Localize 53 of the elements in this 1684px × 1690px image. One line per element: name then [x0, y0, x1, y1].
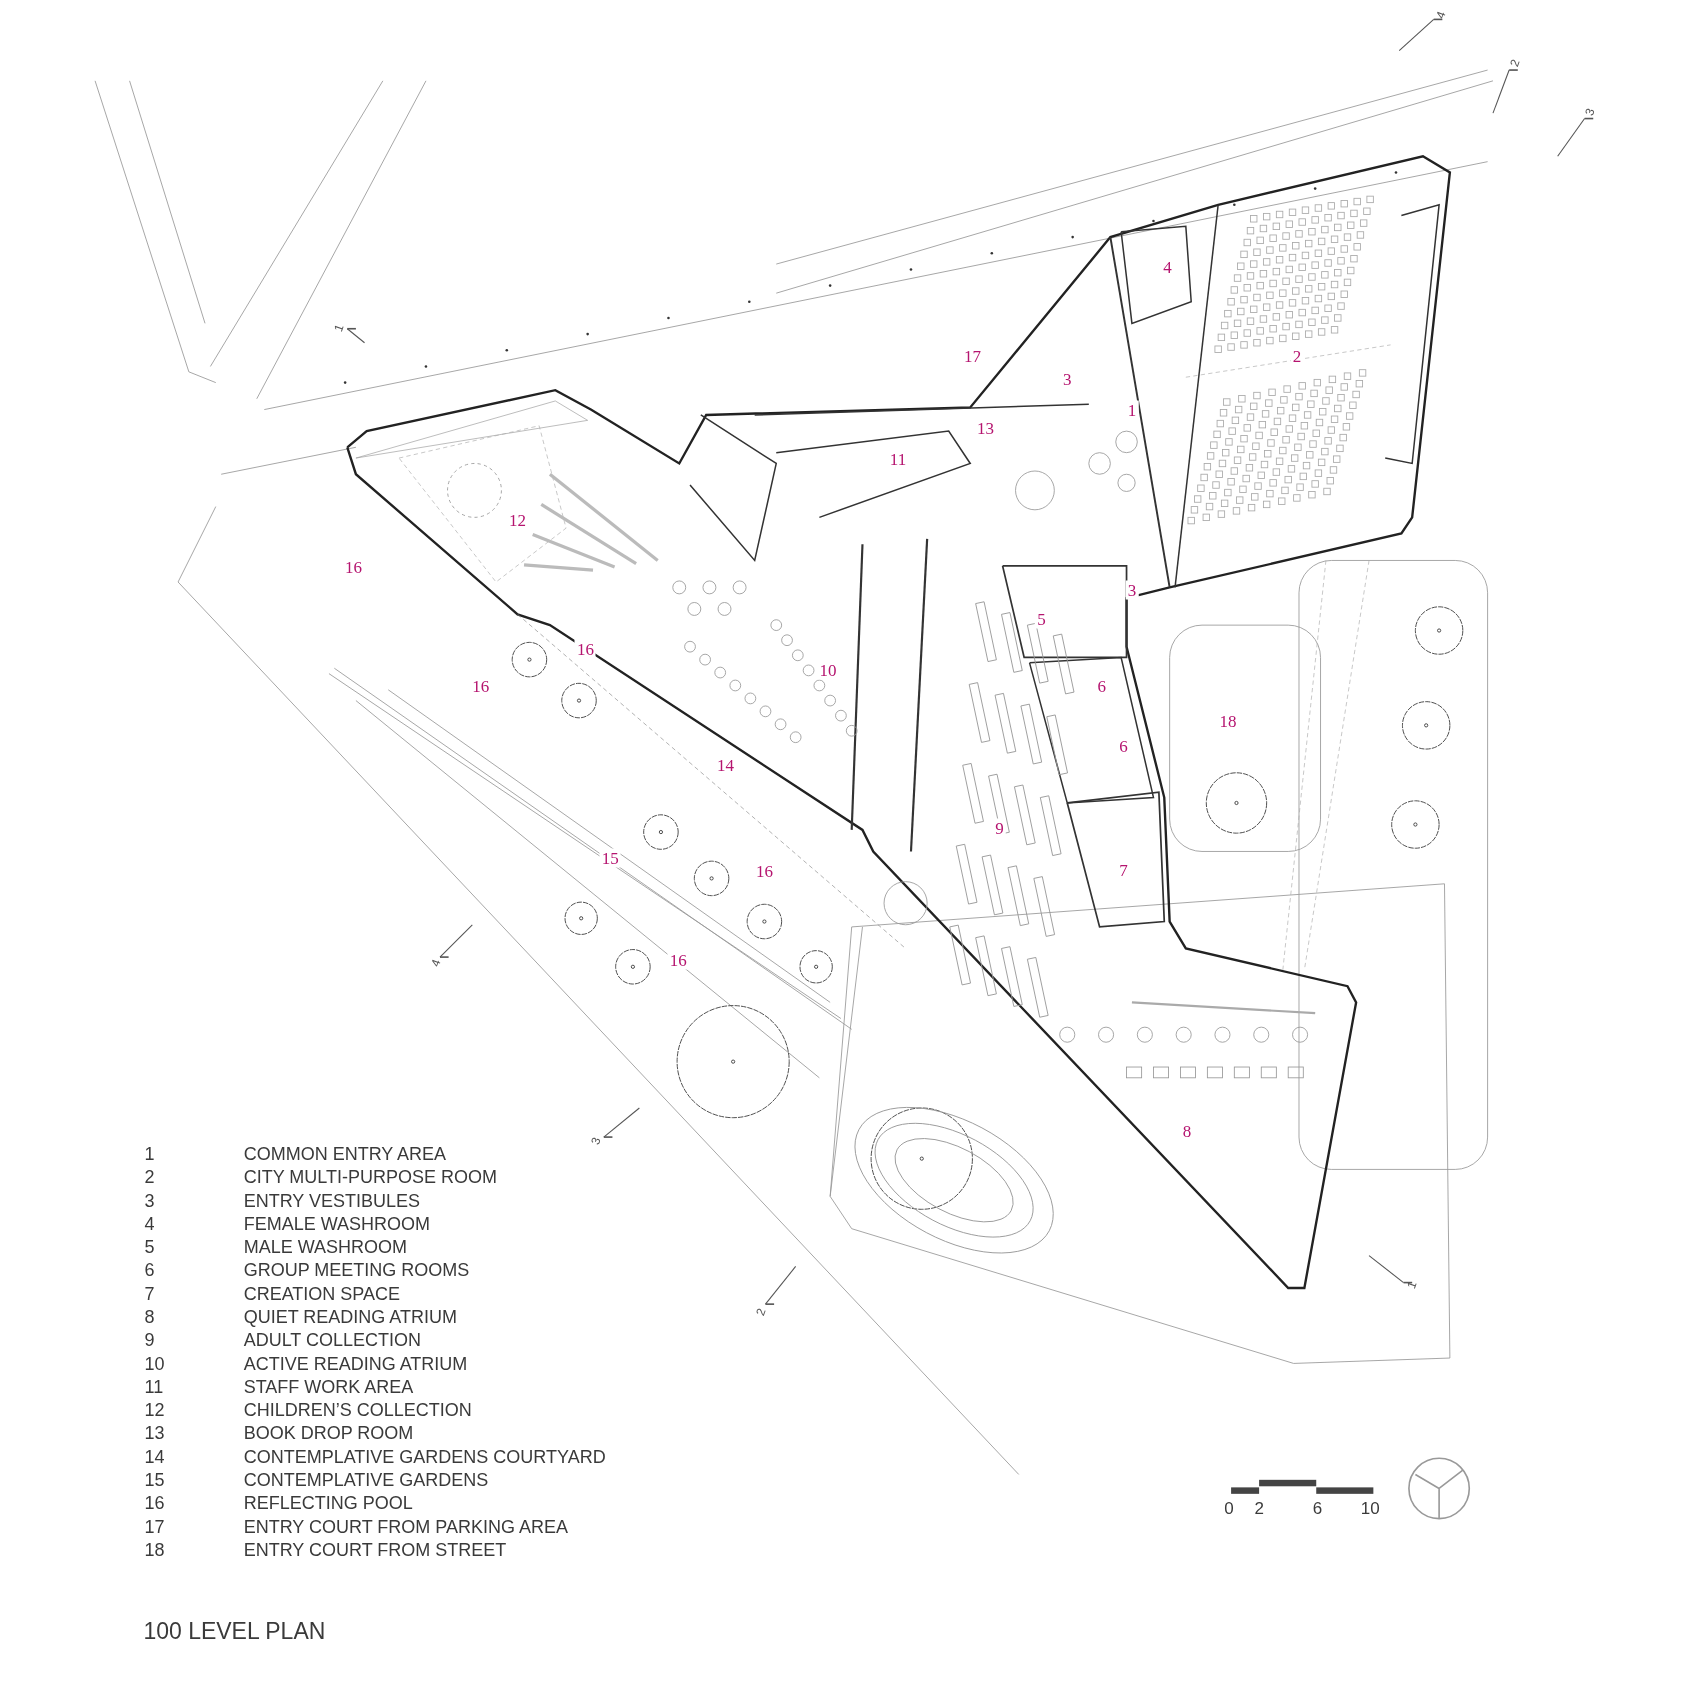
legend-text: FEMALE WASHROOM: [243, 1214, 430, 1233]
legend-text: CHILDREN’S COLLECTION: [243, 1401, 472, 1420]
section-marker-number: 4: [1434, 9, 1449, 21]
section-marker-number: 3: [589, 1135, 603, 1146]
legend-text: CREATION SPACE: [243, 1284, 400, 1303]
scale-number: 2: [1254, 1499, 1264, 1517]
legend-text: COMMON ENTRY AREA: [243, 1144, 446, 1163]
legend-number: 18: [144, 1540, 165, 1559]
callout-number: 9: [993, 818, 1006, 838]
section-marker-number: 2: [754, 1306, 768, 1318]
legend-number: 3: [144, 1191, 155, 1210]
legend-text: ADULT COLLECTION: [243, 1331, 421, 1350]
legend-text: ACTIVE READING ATRIUM: [243, 1354, 468, 1373]
legend-number: 16: [144, 1494, 165, 1513]
legend-number: 15: [144, 1470, 165, 1489]
section-marker-number: 2: [1507, 57, 1522, 68]
legend-text: STAFF WORK AREA: [243, 1377, 414, 1396]
legend-text: MALE WASHROOM: [243, 1238, 407, 1257]
legend-number: 7: [144, 1284, 155, 1303]
legend-number: 4: [144, 1214, 155, 1233]
legend-number: 11: [144, 1377, 164, 1396]
callout-number: 3: [1125, 580, 1139, 600]
legend-text: ENTRY COURT FROM STREET: [243, 1540, 507, 1559]
scale-number: 6: [1312, 1499, 1323, 1517]
legend-number: 6: [144, 1261, 155, 1280]
legend-text: ENTRY VESTIBULES: [243, 1191, 421, 1210]
legend-text: ENTRY COURT FROM PARKING AREA: [243, 1517, 569, 1536]
legend-number: 2: [144, 1168, 155, 1187]
legend-number: 12: [144, 1401, 165, 1420]
legend-number: 9: [144, 1331, 155, 1350]
legend-text: CONTEMPLATIVE GARDENS COURTYARD: [243, 1447, 606, 1466]
legend-text: REFLECTING POOL: [243, 1494, 413, 1513]
legend-number: 8: [144, 1307, 155, 1326]
legend-number: 5: [144, 1238, 155, 1257]
section-marker-number: 4: [428, 957, 443, 968]
legend-number: 1: [144, 1144, 155, 1163]
section-marker-number: 1: [331, 322, 346, 333]
legend-text: QUIET READING ATRIUM: [243, 1307, 457, 1326]
plan-title: 100 LEVEL PLAN: [143, 1620, 326, 1644]
callout-number: 16: [574, 639, 596, 659]
section-marker-number: 1: [1405, 1279, 1420, 1291]
legend-text: GROUP MEETING ROOMS: [243, 1261, 470, 1280]
scale-number: 0: [1224, 1499, 1234, 1517]
legend-number: 13: [144, 1424, 165, 1443]
legend-number: 10: [144, 1354, 165, 1373]
callout-number: 15: [599, 848, 621, 868]
legend-text: CONTEMPLATIVE GARDENS: [243, 1470, 489, 1489]
legend-text: BOOK DROP ROOM: [243, 1424, 414, 1443]
legend-text: CITY MULTI-PURPOSE ROOM: [243, 1168, 497, 1187]
scale-number: 10: [1360, 1499, 1380, 1517]
section-marker-number: 3: [1583, 106, 1597, 118]
legend-number: 14: [144, 1447, 165, 1466]
legend-number: 17: [144, 1517, 165, 1536]
